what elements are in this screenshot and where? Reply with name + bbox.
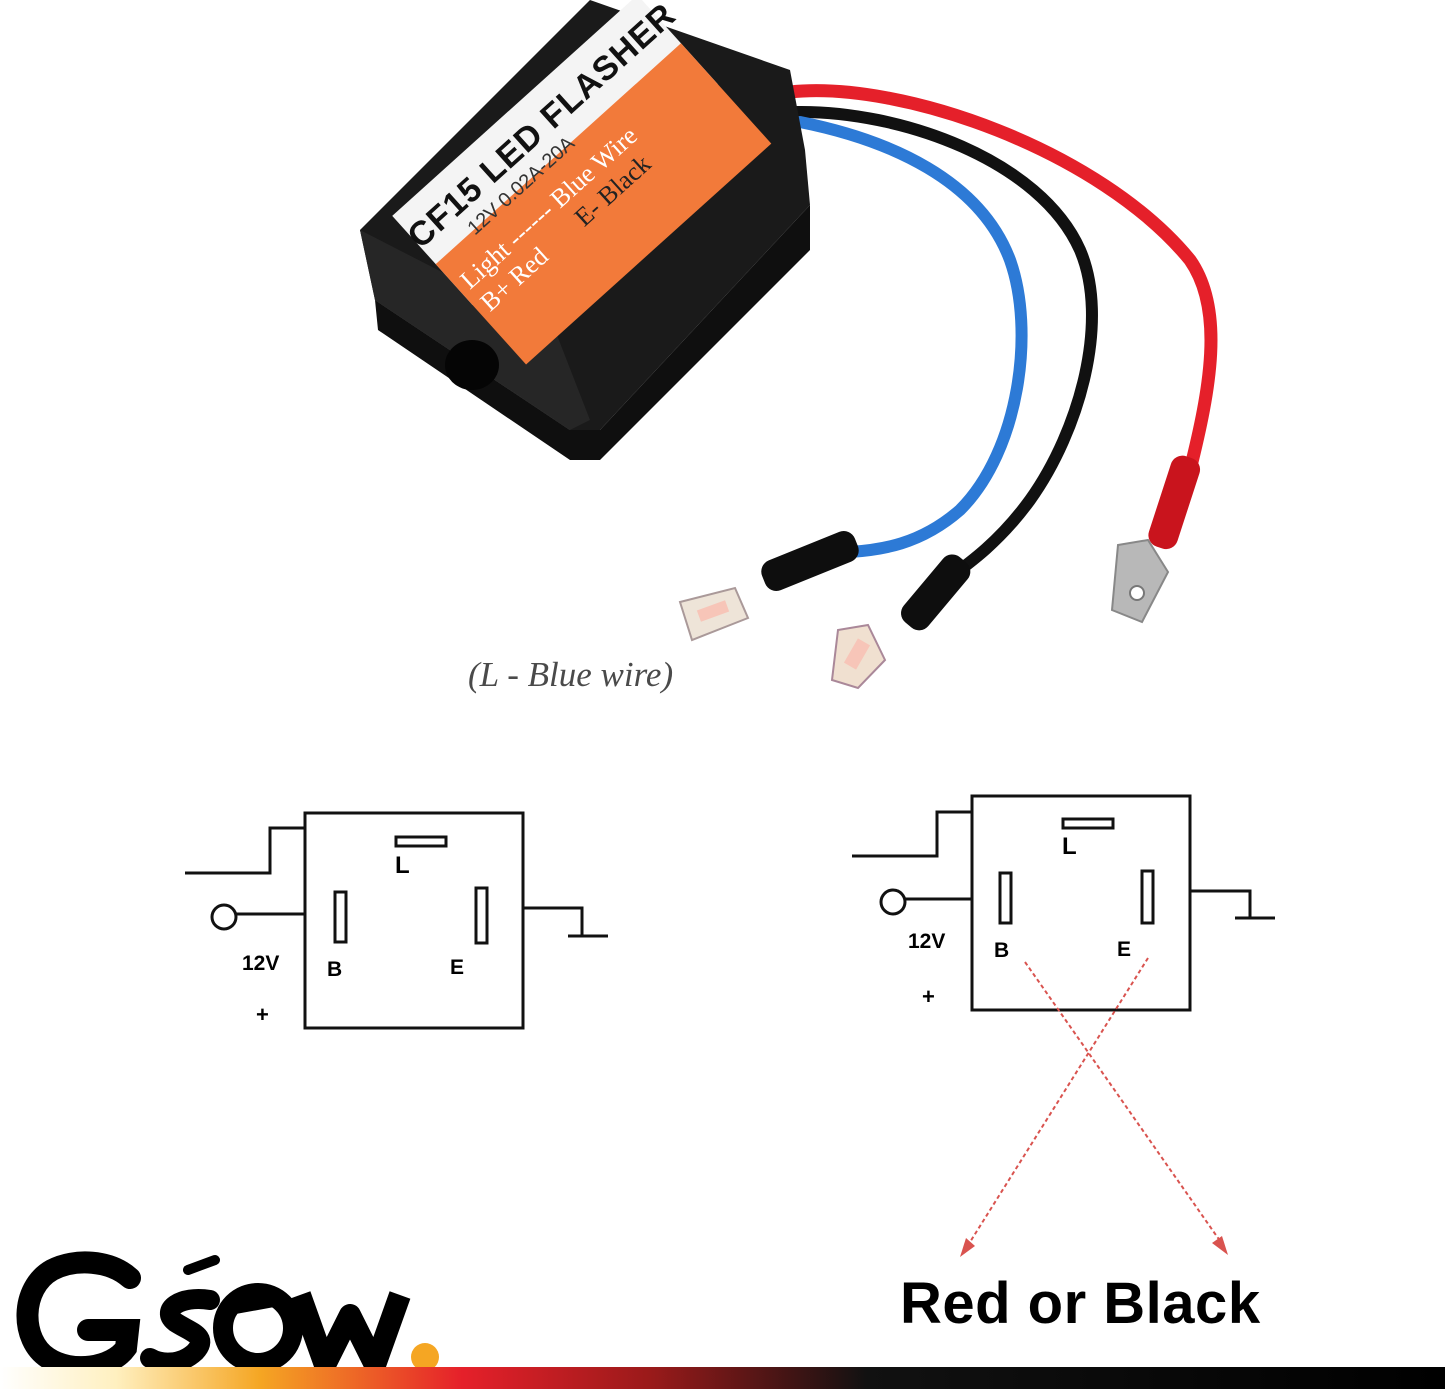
logo-letter-o [213,1283,303,1373]
left-pin-b [333,890,348,944]
right-12v-terminal [879,888,907,916]
logo-dot [411,1343,439,1371]
crossing-arrows [964,957,1226,1251]
left-label-l: L [395,852,410,879]
right-label-b: B [994,939,1010,962]
flasher-label [392,0,772,365]
right-lamp-lead [852,810,972,858]
black-wire-terminal [830,554,971,690]
left-pin-l [394,835,448,848]
right-ground-lead [1190,889,1252,918]
right-diagram [852,794,1275,1012]
right-pin-e [1140,869,1155,925]
arrowhead-right [1212,1236,1228,1255]
housing-hole [445,340,499,390]
arrow-e-to-left [964,957,1149,1251]
right-label-l: L [1062,833,1077,860]
blue-wire-terminal [678,531,859,642]
caption-blue-wire: (L - Blue wire) [468,655,674,694]
bottom-brand-stripe [0,1367,1445,1389]
left-label-plus: + [256,1002,269,1027]
led-flasher-product-image [360,0,1218,690]
right-label-e: E [1117,938,1132,961]
red-wire-terminal [1110,455,1201,624]
left-label-e: E [450,956,465,979]
left-lamp-lead [185,826,305,875]
red-wire [783,84,1218,477]
right-pin-l [1061,817,1115,830]
arrow-b-to-right [1024,961,1226,1249]
black-wire [789,105,1098,606]
left-12v-terminal [210,903,238,931]
right-relay-box [970,794,1192,1012]
arrowhead-left [960,1238,975,1257]
logo-letter-w [289,1291,411,1376]
red-or-black-label: Red or Black [900,1271,1261,1336]
blue-wire [794,116,1028,558]
left-ground-lead [523,906,584,936]
flasher-housing [360,0,810,460]
logo-letter-g [16,1251,141,1379]
logo-letter-s [140,1289,220,1373]
right-pin-b [998,871,1013,925]
gsow-logo [16,1251,439,1379]
left-label-b: B [327,958,343,981]
left-relay-box [303,811,525,1030]
right-label-plus: + [922,984,935,1009]
right-label-12v: 12V [908,930,946,953]
left-label-12v: 12V [242,952,280,975]
left-diagram [185,811,608,1030]
left-pin-e [474,886,489,945]
